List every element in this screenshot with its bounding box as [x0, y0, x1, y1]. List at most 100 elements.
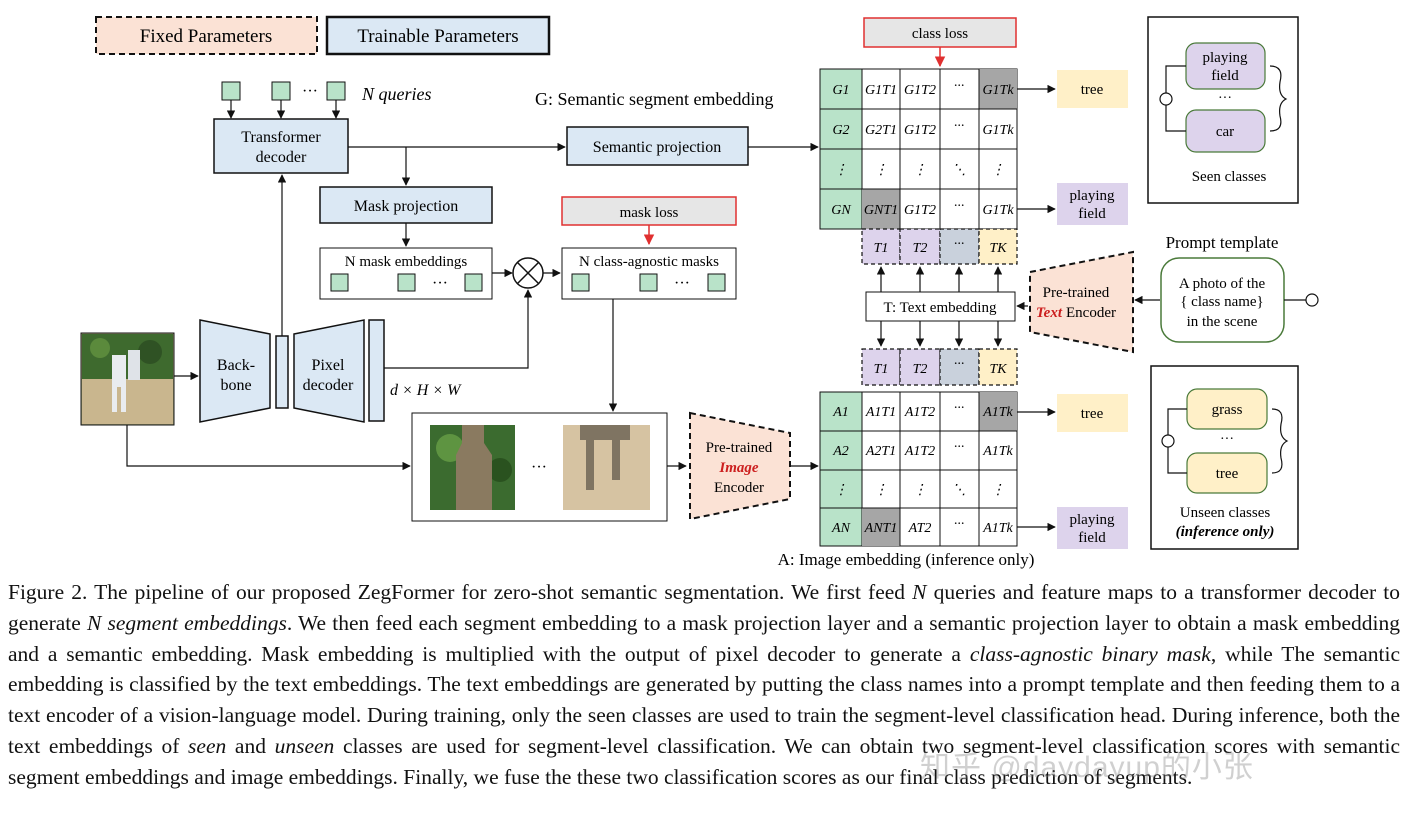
transformer-decoder-box: [213, 118, 349, 174]
mask-embedding-token-2: [397, 273, 416, 292]
text-embedding-box: [865, 291, 1016, 322]
top-cell-2-4: G1Tk: [982, 123, 1014, 138]
class-agnostic-masks-label: N class-agnostic masks: [579, 254, 719, 270]
text-embedding-label: T: Text embedding: [884, 300, 997, 316]
bottom-row-label-1: A1: [832, 405, 849, 420]
bottom-cell-4-3: ···: [954, 517, 965, 532]
mask-token-2: [639, 273, 658, 292]
mask-loss-label: mask loss: [620, 205, 679, 221]
transformer-decoder-line1: Transformer: [241, 129, 321, 146]
bottom-cell-1-4: A1Tk: [982, 405, 1013, 420]
bottom-cell-2-2: A1T2: [904, 444, 935, 459]
mask-token-dots: ···: [674, 275, 690, 292]
caption-run: queries and feature maps to a transforme…: [8, 580, 1400, 635]
text-encoder-shape: [1029, 250, 1134, 354]
caption-run: unseen: [274, 733, 335, 758]
class-loss-box: [863, 17, 1017, 48]
legend-trainable-box: [325, 15, 551, 56]
unseen-classes-label-line2: (inference only): [1176, 524, 1275, 540]
image-encoder-shape: [689, 411, 791, 521]
top-cell-1-3: ···: [954, 79, 965, 94]
bottom-cell-2-4: A1Tk: [982, 444, 1013, 459]
text-embedding-row-top: T1 T2 ··· TK: [861, 228, 1018, 265]
text-bottom-t1: T1: [874, 362, 889, 377]
input-image: [80, 332, 175, 426]
multiply-operator-icon: [512, 257, 544, 289]
top-cell-1-4: G1Tk: [982, 83, 1014, 98]
top-cell-1-2: G1T2: [904, 83, 936, 98]
seen-classes-label: Seen classes: [1192, 169, 1267, 185]
pixel-decoder-line1: Pixel: [312, 357, 345, 374]
top-cell-4-3: ···: [954, 199, 965, 214]
unseen-classes-label-line1: Unseen classes: [1180, 505, 1271, 521]
caption-run: Figure 2. The pipeline of our proposed Z…: [8, 580, 913, 604]
class-loss-label: class loss: [912, 26, 968, 42]
bottom-cell-3-1: ⋮: [874, 483, 888, 498]
mask-projection-box: [319, 186, 493, 224]
text-top-t1: T1: [874, 241, 889, 256]
bottom-cell-3-3: ⋱: [952, 483, 966, 498]
prompt-line1: A photo of the: [1179, 276, 1266, 292]
unseen-class-tree-label: tree: [1216, 466, 1239, 482]
image-encoder-line1: Pre-trained: [706, 440, 773, 456]
top-row-label-4: GN: [831, 203, 851, 218]
semantic-projection-label: Semantic projection: [593, 139, 721, 156]
caption-run: N segment embeddings: [86, 610, 287, 635]
legend-fixed-box: [95, 16, 318, 55]
crops-dots: ···: [531, 459, 547, 476]
bottom-cell-4-4: A1Tk: [982, 521, 1013, 536]
semantic-segment-embedding-title: G: Semantic segment embedding: [535, 89, 773, 109]
text-top-dots: ···: [954, 237, 965, 252]
seen-class-car-label: car: [1216, 124, 1234, 140]
top-cell-3-1: ⋮: [874, 163, 888, 178]
caption-run: classes are used for segment-level class…: [8, 733, 1400, 789]
unseen-classes-node: [1161, 434, 1175, 448]
legend: Fixed Parameters Trainable Parameters: [95, 15, 551, 56]
top-cell-2-1: G2T1: [865, 123, 897, 138]
watermark: 知乎 @daydayup的小张: [920, 751, 1254, 784]
image-embedding-label: A: Image embedding (inference only): [778, 550, 1035, 569]
prompt-line3: in the scene: [1187, 314, 1258, 330]
bottom-output-playing-field-line2: field: [1078, 530, 1106, 546]
top-cell-2-2: G1T2: [904, 123, 936, 138]
caption-run: and: [226, 733, 275, 758]
mask-embedding-token-1: [330, 273, 349, 292]
mask-embedding-dots: ···: [432, 275, 448, 292]
bottom-cell-1-2: A1T2: [904, 405, 935, 420]
seen-class-playing-field-line1: playing: [1203, 50, 1248, 66]
mask-token-1: [571, 273, 590, 292]
pixel-feature-bar: [368, 319, 385, 422]
text-embedding-row-bottom: T1 T2 ··· TK: [861, 348, 1018, 386]
prompt-template-title: Prompt template: [1166, 233, 1279, 252]
top-row-label-2: G2: [832, 123, 849, 138]
pixel-decoder-shape: [293, 319, 365, 423]
top-cell-1-1: G1T1: [865, 83, 897, 98]
text-encoder-line3: Encoder: [1066, 305, 1116, 321]
bottom-row-label-2: A2: [832, 444, 849, 459]
text-top-t2: T2: [913, 241, 928, 256]
backbone-line2: bone: [220, 377, 251, 394]
top-output-playing-field-line2: field: [1078, 206, 1106, 222]
bottom-output-playing-field-line1: playing: [1070, 512, 1115, 528]
caption-run: N: [912, 580, 927, 604]
top-output-playing-field: [1057, 183, 1128, 225]
top-output-tree-label: tree: [1081, 82, 1104, 98]
bottom-cell-1-1: A1T1: [865, 405, 896, 420]
text-bottom-tk: TK: [989, 362, 1007, 377]
top-cell-3-2: ⋮: [913, 163, 927, 178]
prompt-line2: { class name}: [1180, 294, 1264, 310]
top-cell-4-2: G1T2: [904, 203, 936, 218]
seen-class-playing-field-line2: field: [1211, 68, 1239, 84]
image-encoder-line3: Encoder: [714, 480, 764, 496]
feature-dimensions-label: d × H × W: [390, 382, 462, 399]
bottom-row-label-3: ⋮: [834, 483, 848, 498]
bottom-cell-2-3: ···: [954, 440, 965, 455]
masked-crop-image-2: [563, 425, 650, 510]
backbone-line1: Back-: [217, 357, 255, 374]
pixel-decoder-line2: decoder: [303, 377, 354, 394]
semantic-score-matrix: G1 G2 ⋮ GN G1T1 G1T2 ··· G1Tk G2T1 G1T2 …: [819, 68, 1018, 230]
image-score-matrix: A1 A2 ⋮ AN A1T1 A1T2 ··· A1Tk A2T1 A1T2 …: [819, 391, 1018, 547]
prompt-input-node: [1305, 293, 1319, 307]
bottom-output-tree: [1057, 394, 1128, 432]
bottom-cell-1-3: ···: [954, 401, 965, 416]
